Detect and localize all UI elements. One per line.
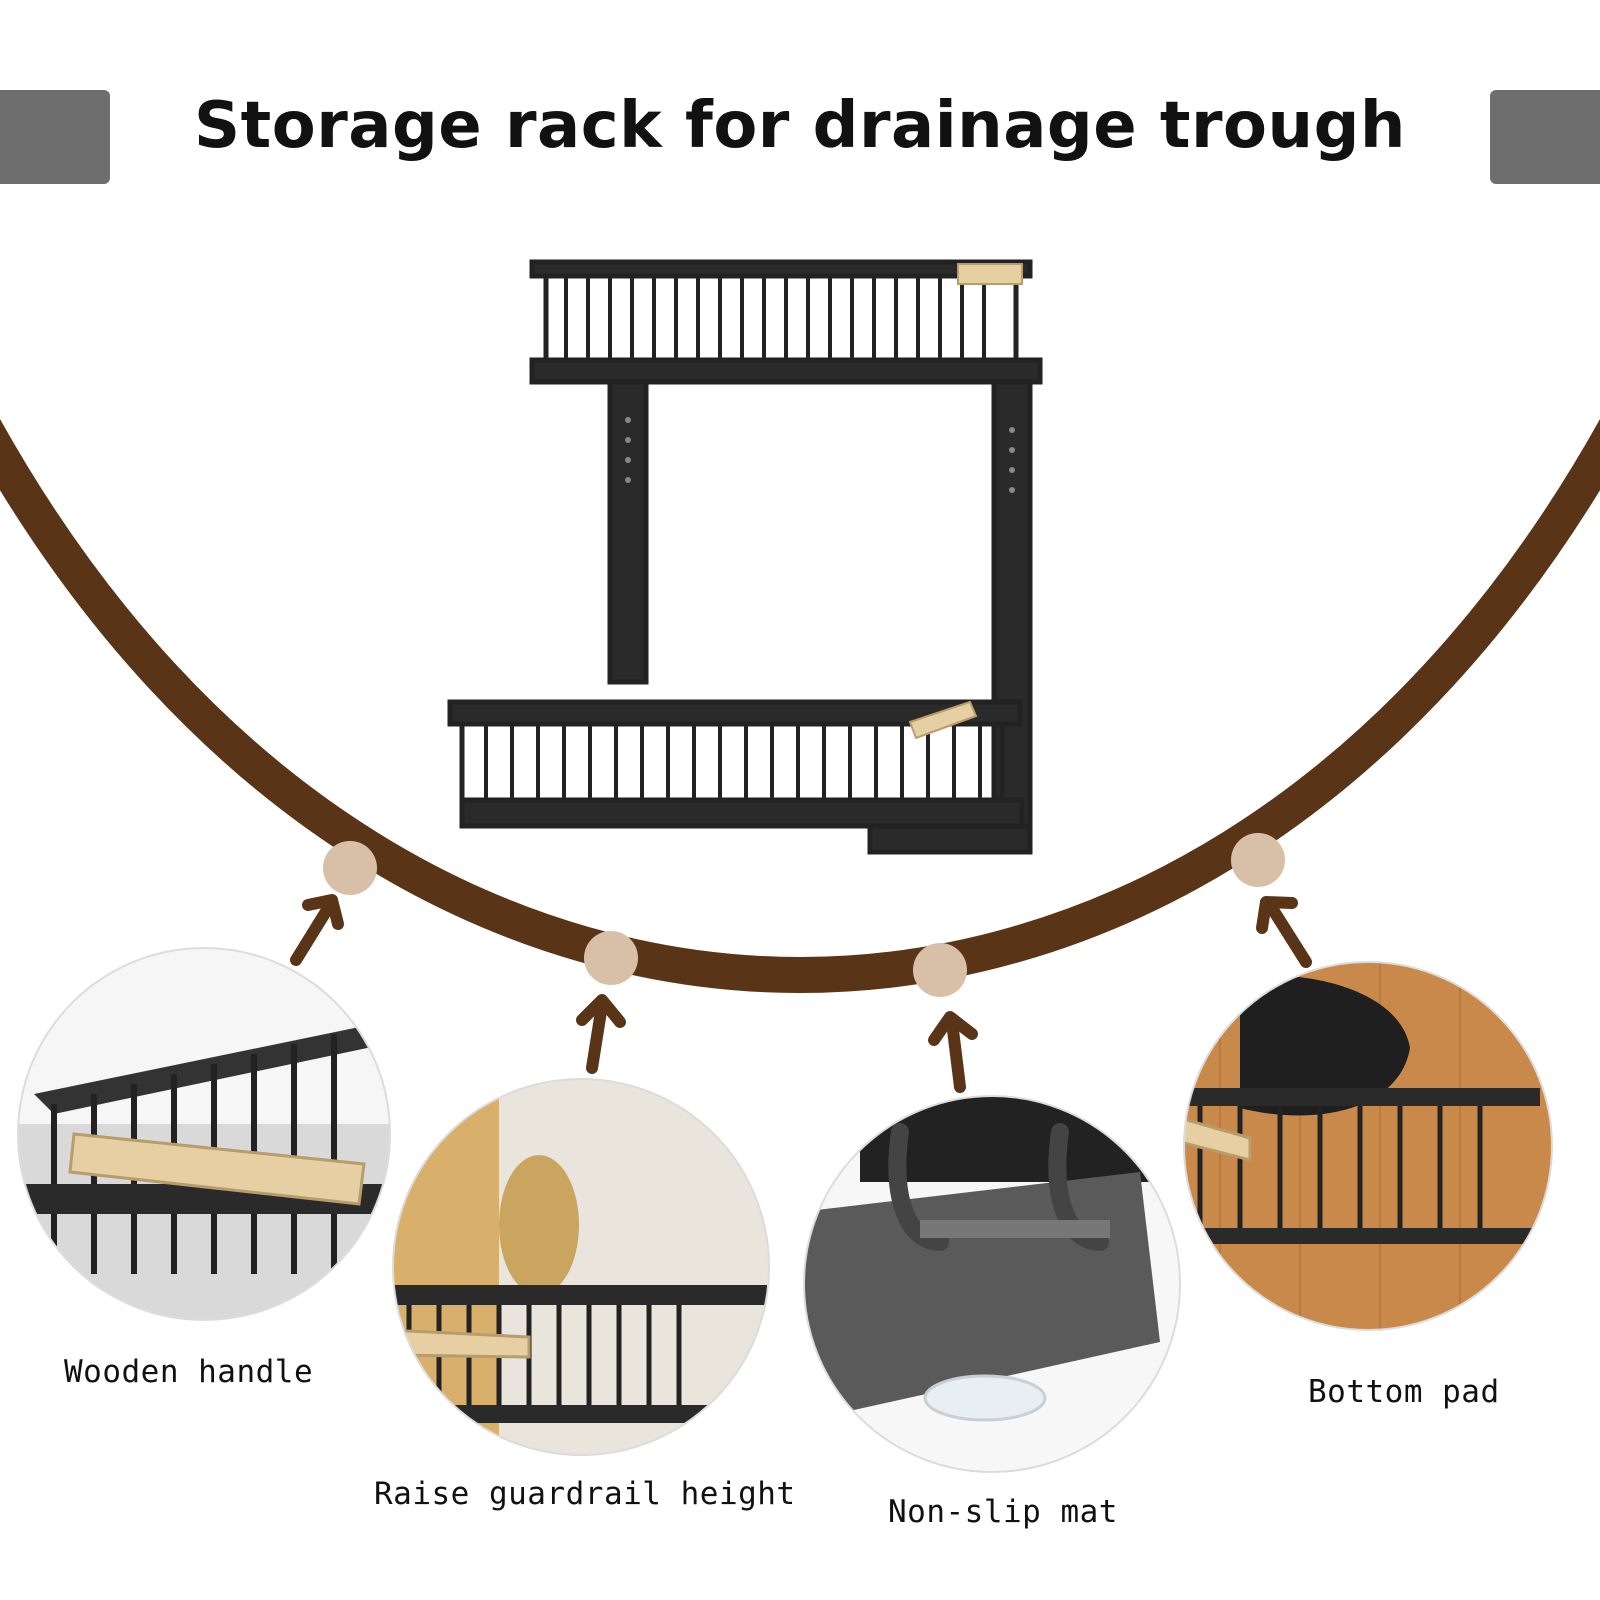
arrow-bottom-pad-icon xyxy=(1256,896,1312,968)
feature-bottom-pad xyxy=(1180,958,1556,1334)
left-side-tab xyxy=(0,90,110,184)
feature-wooden-handle xyxy=(14,944,394,1324)
wooden-handle-closeup-icon xyxy=(17,947,391,1321)
node-bottom-pad xyxy=(1231,833,1285,887)
node-wooden-handle xyxy=(323,841,377,895)
feature-raise-guardrail xyxy=(389,1075,773,1459)
feature-label-non-slip-mat: Non-slip mat xyxy=(888,1494,1118,1530)
feature-label-raise-guardrail: Raise guardrail height xyxy=(374,1476,796,1512)
storage-rack-image xyxy=(447,259,1043,855)
node-non-slip-mat xyxy=(913,943,967,997)
connector-arc xyxy=(0,418,1600,994)
feature-label-wooden-handle: Wooden handle xyxy=(64,1354,314,1390)
arrow-wooden-handle-icon xyxy=(290,894,344,966)
node-guardrail xyxy=(584,931,638,985)
suction-pad-closeup-icon xyxy=(803,1095,1181,1473)
arrow-non-slip-mat-icon xyxy=(928,1011,978,1093)
feature-label-bottom-pad: Bottom pad xyxy=(1308,1374,1500,1410)
guardrail-basket-closeup-icon xyxy=(392,1078,770,1456)
feature-non-slip-mat xyxy=(800,1092,1184,1476)
arrow-guardrail-icon xyxy=(576,994,626,1074)
bottom-pad-closeup-icon xyxy=(1183,961,1553,1331)
right-side-tab xyxy=(1490,90,1600,184)
page-title: Storage rack for drainage trough xyxy=(194,89,1406,163)
